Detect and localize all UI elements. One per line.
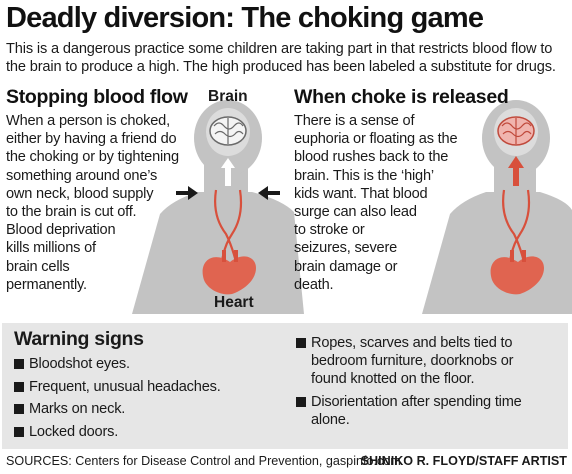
heart-icon [490, 250, 544, 295]
warning-signs-title: Warning signs [14, 328, 144, 350]
brain-label: Brain [208, 88, 248, 105]
page-title: Deadly diversion: The choking game [6, 2, 484, 34]
arrow-up-icon [221, 158, 235, 186]
released-text: There is a sense of euphoria or floating… [294, 113, 458, 293]
list-item: Marks on neck. [14, 400, 221, 418]
artist-credit: SHINIKO R. FLOYD/STAFF ARTIST [360, 454, 567, 468]
warning-list-left: Bloodshot eyes. Frequent, unusual headac… [14, 355, 221, 446]
intro-text: This is a dangerous practice some childr… [6, 41, 556, 75]
bullet-square-icon [296, 397, 306, 408]
bullet-square-icon [14, 381, 24, 392]
stopping-text: When a person is choked, either by havin… [6, 113, 179, 293]
sources-credit: SOURCES: Centers for Disease Control and… [6, 454, 401, 468]
arrow-up-icon [508, 156, 524, 186]
list-item: Frequent, unusual headaches. [14, 378, 221, 396]
section-heading-released: When choke is released [294, 86, 509, 108]
list-item: Disorientation after spending time alone… [296, 393, 522, 429]
bullet-square-icon [296, 338, 306, 348]
brain-icon [209, 116, 247, 146]
pressure-arrow-left-icon [176, 186, 198, 200]
bullet-square-icon [14, 359, 24, 369]
warning-signs-panel [2, 323, 568, 449]
list-item: Bloodshot eyes. [14, 355, 221, 373]
list-item: Ropes, scarves and belts tied to bedroom… [296, 334, 522, 389]
bullet-square-icon [14, 404, 24, 415]
body-silhouette [132, 192, 304, 314]
heart-icon [202, 250, 256, 295]
pressure-arrow-right-icon [258, 186, 280, 200]
bullet-square-icon [14, 427, 24, 438]
list-item: Locked doors. [14, 423, 221, 441]
brain-icon [497, 116, 535, 146]
section-heading-stopping: Stopping blood flow [6, 86, 188, 108]
heart-label: Heart [214, 294, 254, 311]
warning-list-right: Ropes, scarves and belts tied to bedroom… [296, 334, 522, 434]
